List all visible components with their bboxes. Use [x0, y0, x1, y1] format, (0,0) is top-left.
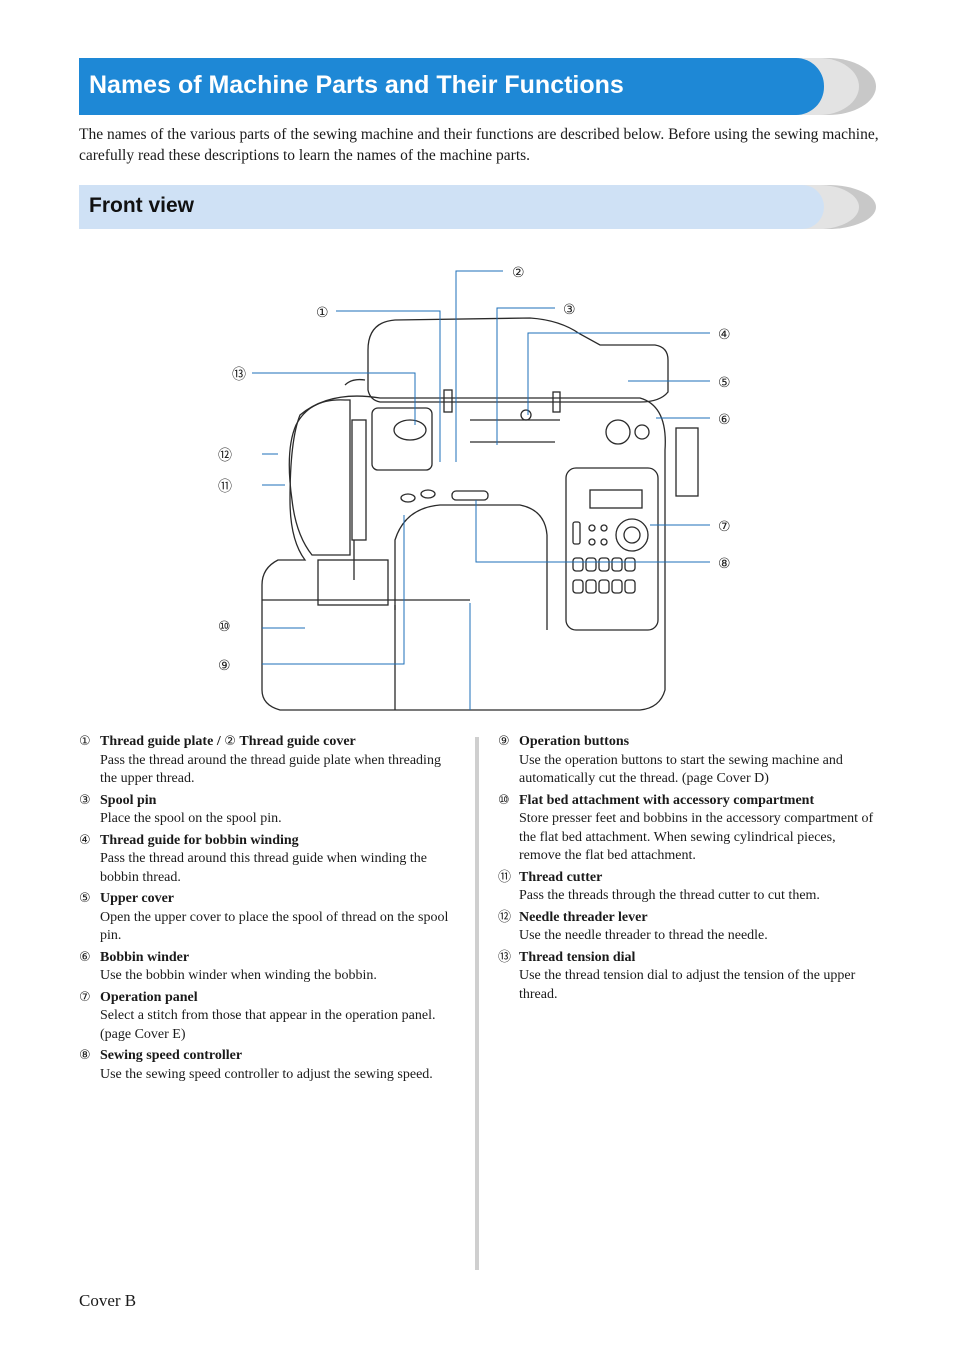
operation-panel-illustration — [565, 467, 659, 631]
part-number: ⑤ — [79, 891, 91, 906]
side-panel-illustration — [675, 427, 699, 497]
part-number: ⑫ — [498, 909, 512, 925]
part-title: Flat bed attachment with accessory compa… — [519, 792, 815, 808]
part-title: Sewing speed controller — [100, 1048, 243, 1063]
banner-bar — [79, 58, 824, 115]
part-title: Thread guide cover — [239, 734, 356, 749]
page-footer: Cover B — [79, 1291, 137, 1310]
part-title: Thread tension dial — [519, 949, 636, 965]
part-description: Open the upper cover to place the spool … — [100, 909, 449, 944]
part-title: Operation panel — [100, 989, 198, 1005]
part-number: ③ — [79, 792, 91, 808]
callout-1: ① — [316, 305, 329, 321]
part-number: ⑩ — [498, 792, 510, 808]
part-title: Thread cutter — [519, 869, 603, 885]
part-description: Pass the thread around the thread guide … — [100, 752, 441, 787]
machine-head-illustration — [288, 399, 351, 556]
upper-cover-illustration — [367, 317, 669, 403]
callout-12: ⑫ — [218, 448, 232, 464]
part-number: ⑪ — [498, 869, 512, 885]
part-number: ⑧ — [79, 1048, 91, 1063]
part-title: Thread guide plate / — [100, 734, 221, 749]
part-description: Use the thread tension dial to adjust th… — [519, 968, 856, 1002]
part-title: Bobbin winder — [100, 949, 190, 965]
callout-4: ④ — [718, 327, 731, 343]
part-number: ⑦ — [79, 989, 91, 1005]
callout-6: ⑥ — [718, 412, 731, 428]
section-banner-bar — [79, 185, 824, 229]
parts-list-left: ① Thread guide plate / ② Thread guide cov… — [79, 733, 459, 1087]
part-description: Use the needle threader to thread the ne… — [519, 928, 768, 943]
part-description: Select a stitch from those that appear i… — [100, 1008, 436, 1042]
part-number: ⑥ — [79, 949, 91, 965]
part-title: Operation buttons — [519, 734, 630, 749]
callout-11: ⑪ — [218, 479, 232, 495]
part-number: ② — [224, 734, 236, 749]
part-description: Use the bobbin winder when winding the b… — [100, 968, 377, 983]
callout-13: ⑬ — [232, 367, 246, 383]
section-title: Front view — [89, 194, 195, 217]
part-description: Store presser feet and bobbins in the ac… — [519, 811, 874, 863]
part-item: ⑩ Flat bed attachment with accessory comp… — [498, 792, 878, 866]
part-title: Upper cover — [100, 891, 174, 906]
sewing-machine-diagram: ① ② ③ ④ ⑤ ⑥ ⑦ ⑧ ⑨ ⑩ ⑪ ⑫ ⑬ — [218, 265, 731, 711]
callout-2: ② — [512, 265, 525, 281]
machine-body-illustration — [261, 395, 666, 711]
part-description: Use the operation buttons to start the s… — [519, 752, 843, 787]
part-title: Needle threader lever — [519, 909, 648, 925]
part-title: Thread guide for bobbin winding — [100, 832, 299, 848]
column-divider — [475, 737, 479, 1270]
part-description: Pass the threads through the thread cutt… — [519, 888, 820, 903]
part-number: ① — [79, 734, 91, 749]
part-description: Pass the thread around this thread guide… — [100, 851, 427, 885]
intro-paragraph: The names of the various parts of the se… — [79, 126, 879, 164]
part-description: Use the sewing speed controller to adjus… — [100, 1066, 433, 1082]
callout-5: ⑤ — [718, 375, 731, 391]
part-number: ④ — [79, 832, 91, 848]
page-title-banner: Names of Machine Parts and Their Functio… — [79, 58, 876, 115]
part-number: ⑨ — [498, 734, 510, 749]
callout-3: ③ — [563, 302, 576, 318]
part-number: ⑬ — [498, 949, 512, 965]
callout-8: ⑧ — [718, 556, 731, 572]
part-description: Place the spool on the spool pin. — [100, 811, 282, 826]
part-title: Spool pin — [100, 792, 157, 808]
section-banner: Front view — [79, 185, 876, 229]
callout-9: ⑨ — [218, 658, 231, 674]
callout-10: ⑩ — [218, 619, 231, 635]
part-item: ① Thread guide plate / ② Thread guide cov… — [79, 733, 459, 789]
callout-7: ⑦ — [718, 519, 731, 535]
page-title: Names of Machine Parts and Their Functio… — [89, 71, 624, 99]
